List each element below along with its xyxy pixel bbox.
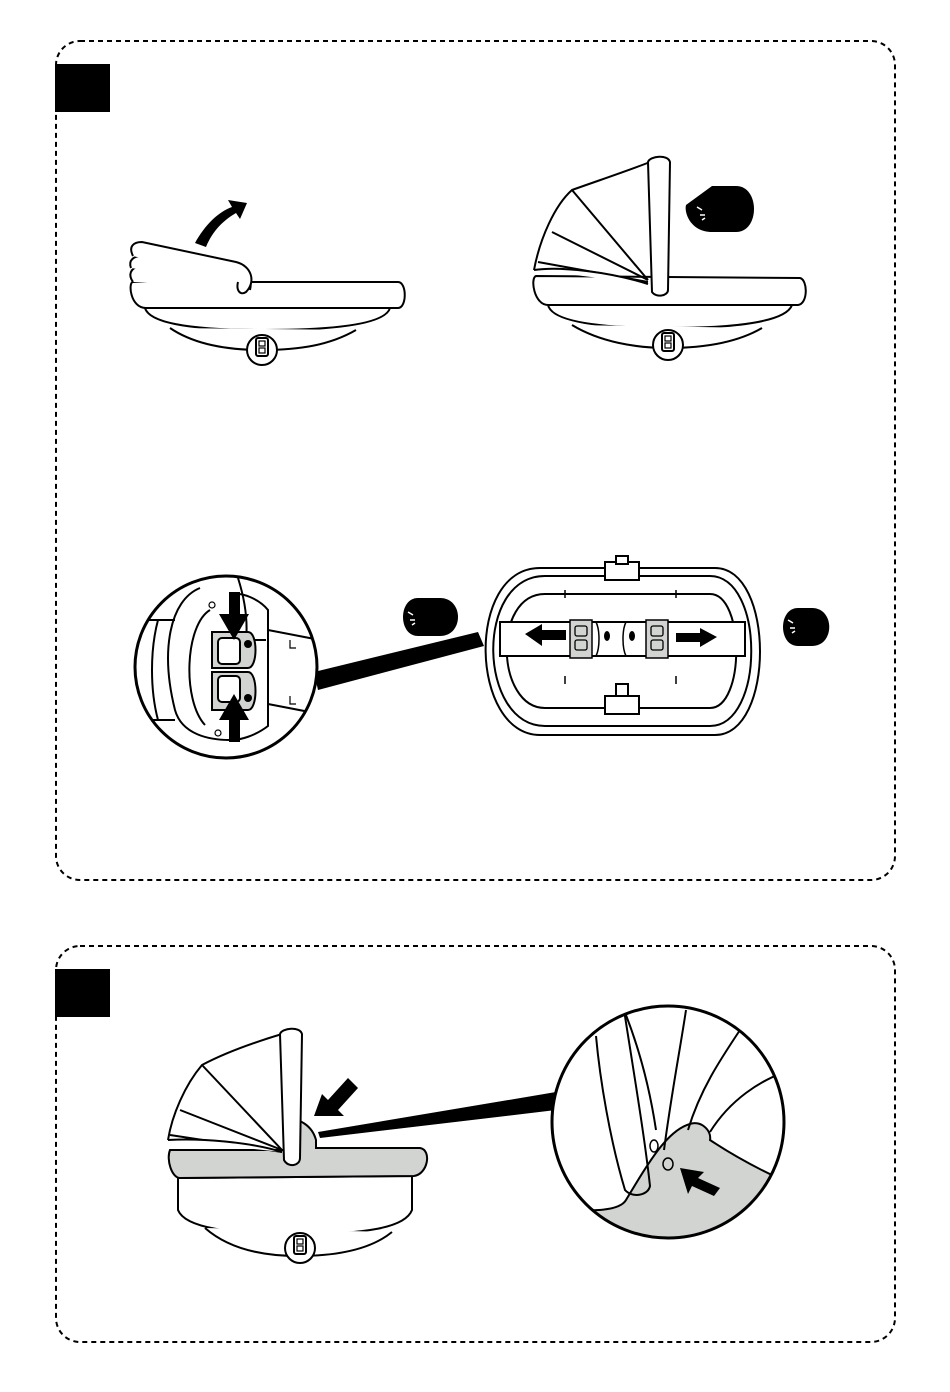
liner-detail-magnifier: [540, 1006, 800, 1260]
push-arrow-icon-liner: [314, 1078, 358, 1116]
curved-arrow-icon: [195, 200, 247, 247]
bassinet-bottom-view: [486, 556, 760, 735]
step-number-1: [55, 64, 110, 112]
latch-detail-magnifier: [135, 576, 320, 758]
bassinet-raised-hood: [533, 157, 805, 360]
magnifier-callout-icon-2: [318, 1092, 556, 1138]
bottom-view-latch-dot-right: [629, 631, 635, 641]
click-sound-icon-left: [403, 598, 458, 636]
click-sound-icon-right: [783, 608, 829, 646]
bassinet-liner-view: [168, 1029, 427, 1263]
dashed-frame: [56, 41, 895, 880]
bassinet-folded-hood: [130, 242, 405, 365]
click-sound-icon: [686, 186, 754, 232]
bottom-view-latch-dot-left: [604, 631, 610, 641]
step-panel-1: [55, 41, 895, 880]
magnifier-callout-icon: [314, 632, 484, 690]
step-number-2: [55, 969, 110, 1017]
